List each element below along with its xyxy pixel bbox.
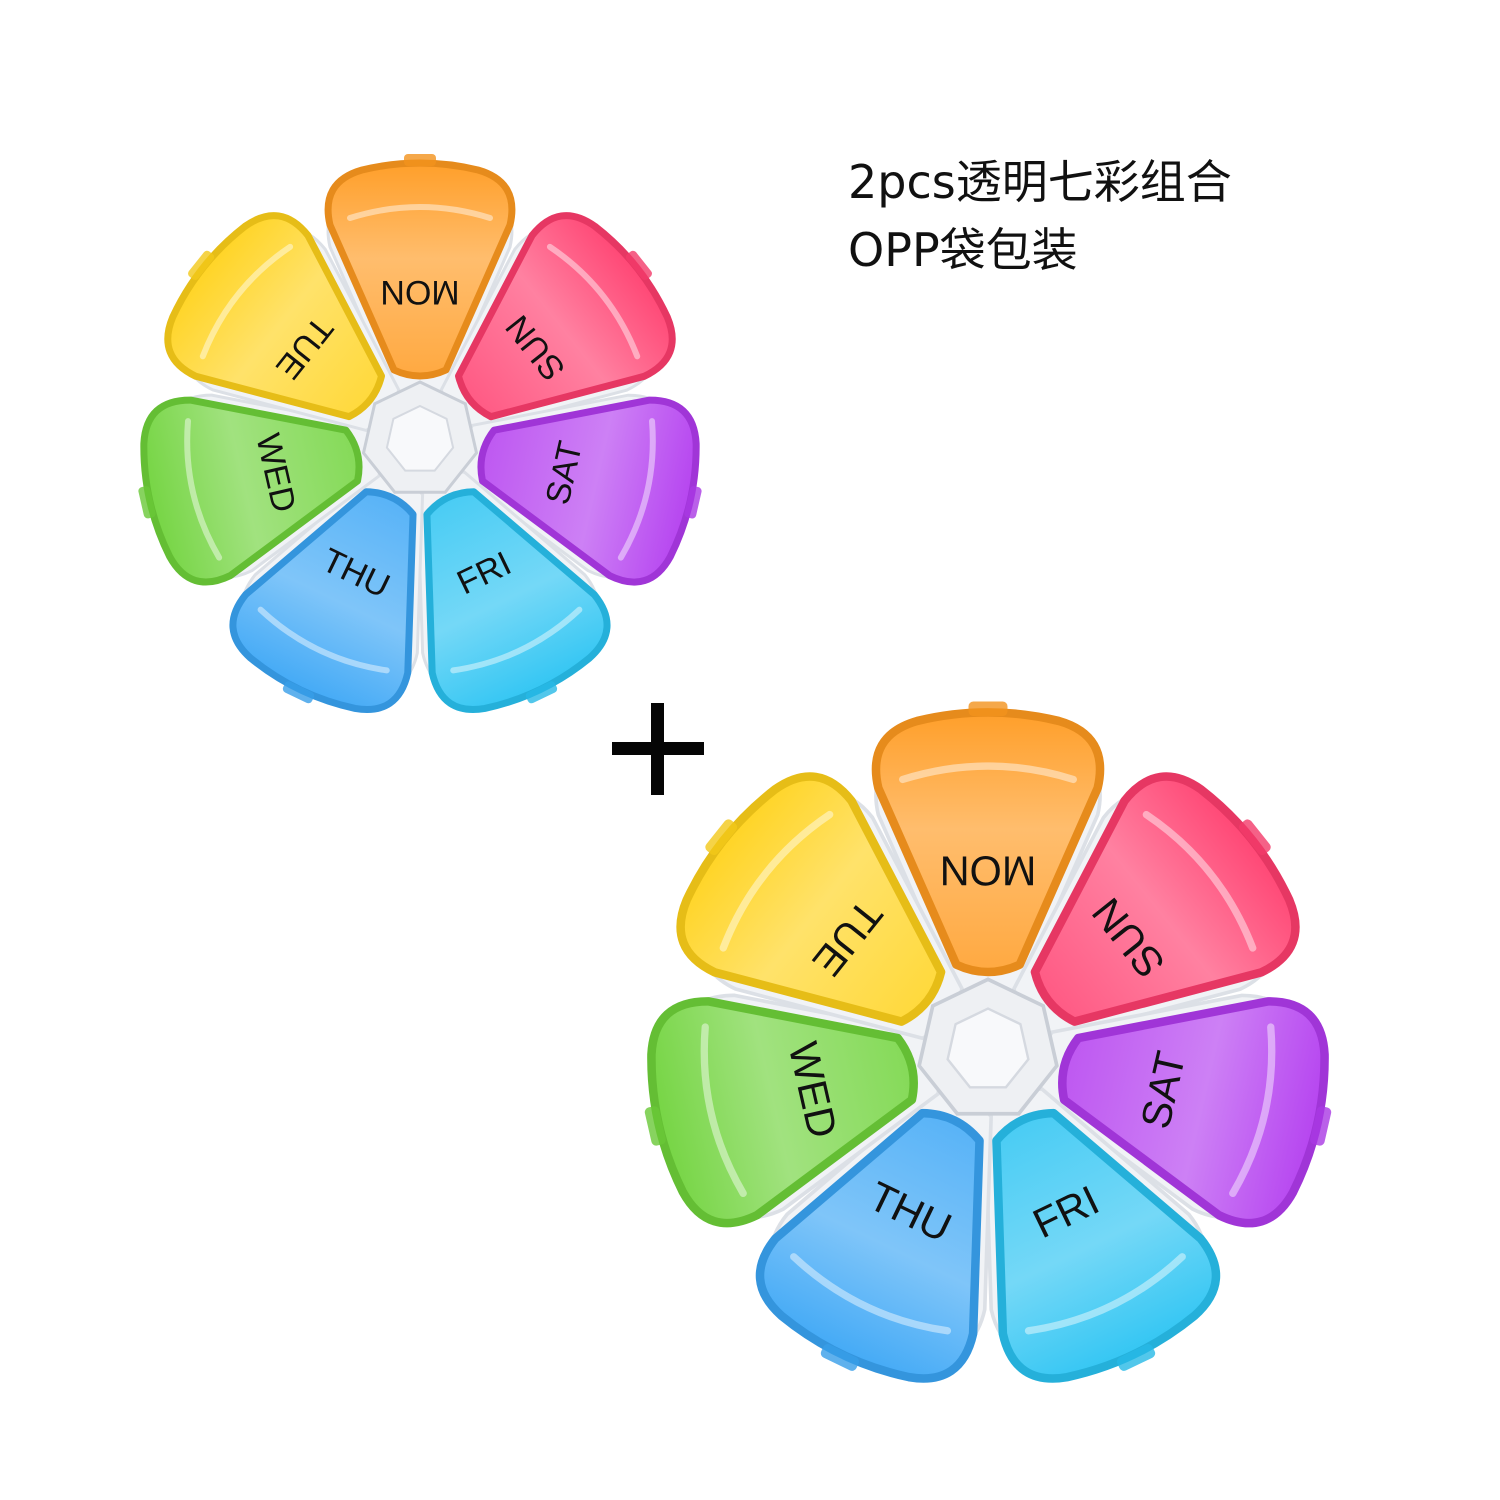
caption-line-1: 2pcs透明七彩组合 [848, 155, 1232, 209]
compartment-lid-sun[interactable]: SUN [413, 190, 701, 472]
compartment-lid-fri[interactable]: FRI [365, 458, 627, 738]
compartment-lid-mon[interactable]: MON [324, 154, 516, 380]
compartment-lid-thu[interactable]: THU [736, 1072, 1055, 1413]
compartment-lid-sat[interactable]: SAT [462, 365, 719, 594]
caption-line-2: OPP袋包装 [848, 223, 1078, 277]
day-label-mon: MON [380, 273, 459, 311]
center-hub [361, 380, 479, 494]
compartment-lid-mon[interactable]: MON [871, 701, 1105, 977]
compartment-lid-tue[interactable]: TUE [646, 745, 997, 1089]
product-caption: 2pcs透明七彩组合 OPP袋包装 [848, 148, 1232, 284]
compartment-lid-fri[interactable]: FRI [921, 1072, 1240, 1413]
compartment-lid-sat[interactable]: SAT [1039, 958, 1353, 1237]
compartment-lid-sun[interactable]: SUN [979, 745, 1330, 1089]
center-hub [917, 977, 1059, 1116]
compartment-lid-wed[interactable]: WED [121, 365, 378, 594]
plus-icon [612, 703, 704, 795]
compartment-lid-tue[interactable]: TUE [139, 190, 427, 472]
day-label-mon: MON [940, 847, 1037, 894]
compartment-lid-wed[interactable]: WED [623, 958, 937, 1237]
compartment-lid-thu[interactable]: THU [213, 458, 475, 738]
